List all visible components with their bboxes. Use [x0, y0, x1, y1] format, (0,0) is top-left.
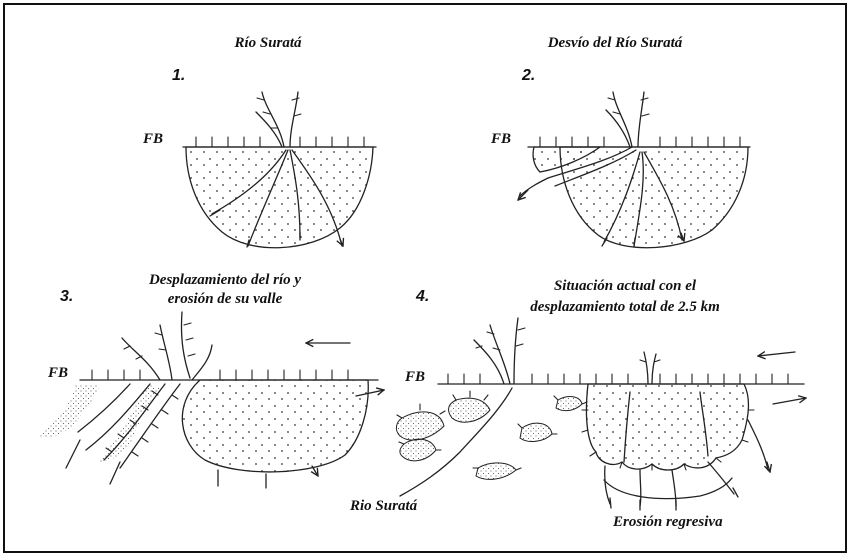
- panel-4-fault-label: FB: [404, 369, 425, 385]
- panel-3-eroded-valley-1: [96, 384, 160, 462]
- panel-1-number: 1.: [172, 67, 185, 84]
- panel-3-fault-label: FB: [47, 365, 68, 381]
- panel-1: Río Suratá 1. FB: [142, 35, 376, 248]
- panel-4-motion-arrow-right: [773, 398, 806, 404]
- panel-4-remnant-6: [476, 463, 516, 479]
- panel-2: Desvío del Río Suratá 2. FB: [490, 35, 750, 248]
- panel-4-fan-head-tributary: [644, 352, 656, 384]
- panel-1-title: Río Suratá: [233, 35, 302, 51]
- panel-4-river-ticks: [476, 328, 525, 350]
- panel-1-alluvial-fan: [186, 147, 373, 248]
- panel-4-title-line-2: desplazamiento total de 2.5 km: [530, 299, 720, 315]
- panel-4-remnant-3: [400, 439, 436, 461]
- panel-2-alluvial-fan: [560, 147, 748, 248]
- panel-3-river: [122, 312, 190, 380]
- panel-2-river: [606, 92, 644, 147]
- panel-4-number: 4.: [415, 288, 429, 305]
- panel-3-fault-ticks: [92, 370, 348, 380]
- panel-4-fan-head-ticks: [640, 360, 660, 362]
- panel-4-eroded-fan: [586, 384, 748, 470]
- panel-4: Situación actual con el desplazamiento t…: [349, 278, 806, 530]
- panel-2-number: 2.: [521, 67, 535, 84]
- panel-3-title-line-2: erosión de su valle: [168, 291, 283, 307]
- panel-4-remnant-5: [556, 397, 582, 411]
- panel-3-side-tributary: [192, 345, 212, 380]
- panel-4-motion-arrow-left: [758, 352, 795, 356]
- panel-3-eroded-valley-2: [40, 384, 100, 438]
- panel-2-fault-label: FB: [490, 131, 511, 147]
- figure-frame: [4, 4, 846, 552]
- panel-4-erosion-loop: [604, 478, 732, 499]
- panel-4-river: [474, 318, 518, 384]
- panel-1-fault-label: FB: [142, 131, 163, 147]
- panel-4-title-line-1: Situación actual con el: [554, 278, 697, 294]
- erosion-label: Erosión regresiva: [612, 514, 723, 530]
- panel-4-fault-ticks: [448, 374, 788, 384]
- river-label: Rio Suratá: [349, 498, 418, 514]
- panel-3: Desplazamiento del río y erosión de su v…: [40, 272, 384, 488]
- panel-2-title: Desvío del Río Suratá: [547, 35, 683, 51]
- panel-3-number: 3.: [60, 288, 73, 305]
- panel-3-alluvial-fan: [182, 380, 368, 472]
- panel-4-remnant-1: [449, 398, 490, 422]
- panel-2-diverted-arrow: [518, 190, 528, 200]
- panel-4-remnant-4: [520, 423, 552, 441]
- panel-2-fault-ticks: [540, 137, 740, 147]
- panel-3-title-line-1: Desplazamiento del río y: [148, 272, 301, 288]
- panel-4-remnant-2: [396, 412, 444, 440]
